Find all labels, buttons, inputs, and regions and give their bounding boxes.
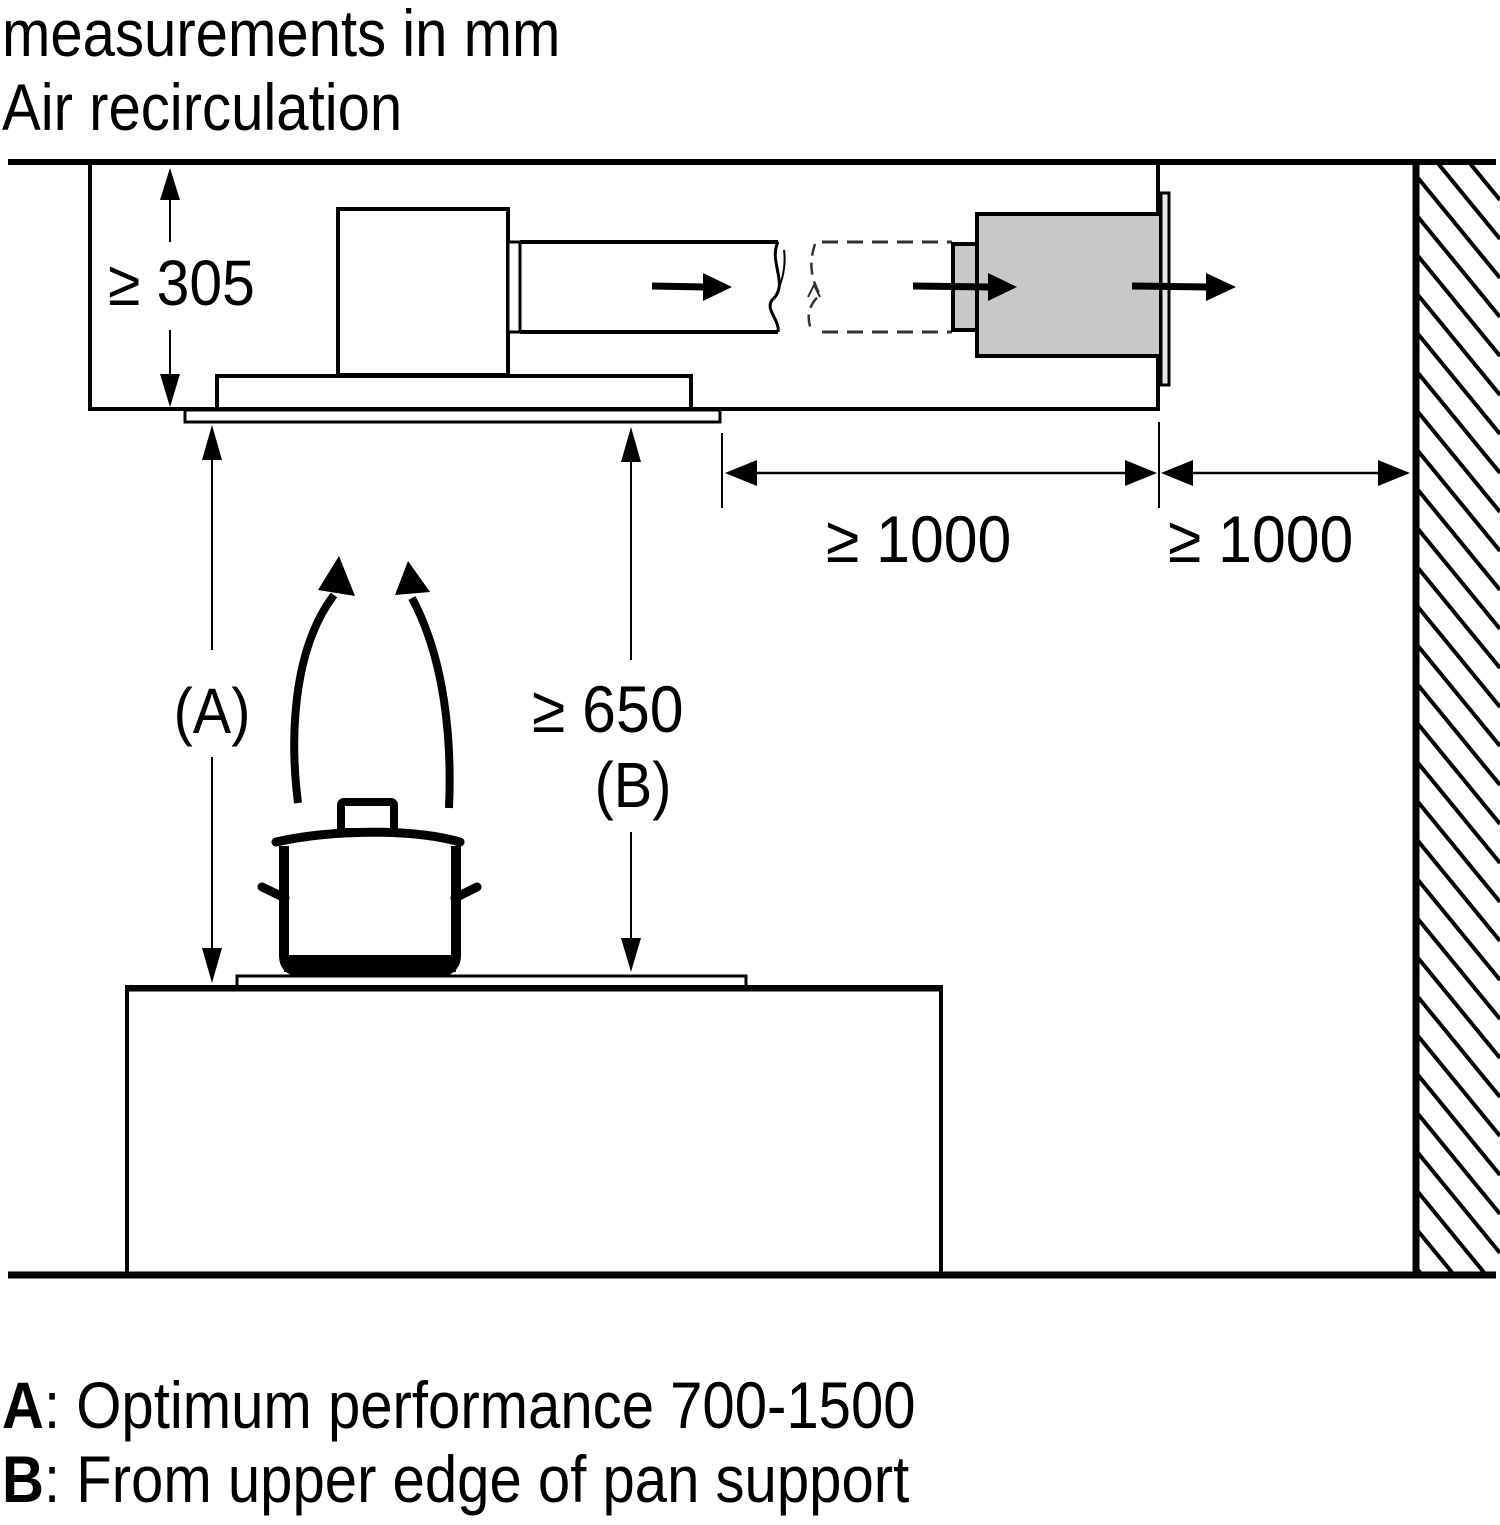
- hatch-line: [1418, 1309, 1500, 1409]
- hatch-line: [1416, 1034, 1500, 1138]
- hatch-line: [1416, 761, 1500, 865]
- hatch-line: [1416, 371, 1500, 475]
- hatch-line: [1416, 1112, 1500, 1216]
- hatch-line: [1416, 410, 1500, 514]
- hatch-line: [1416, 995, 1500, 1099]
- hatch-line: [1416, 917, 1500, 1021]
- hatch-line: [1416, 605, 1500, 709]
- hatch-line: [1467, 163, 1500, 202]
- hatch-line: [1416, 800, 1500, 904]
- hatch-line: [1416, 683, 1500, 787]
- dimension-wall-clearance: [1161, 460, 1410, 486]
- legend-text-a: Optimum performance 700-1500: [60, 1368, 916, 1442]
- min-height-label: ≥ 650: [532, 674, 683, 747]
- hatch-line: [1416, 1073, 1500, 1177]
- legend-text-b: From upper edge of pan support: [60, 1442, 910, 1516]
- steam-arrow-right: [395, 561, 454, 809]
- airflow-arrow-module-out: [1131, 273, 1236, 301]
- hood-motor-housing: [336, 207, 510, 377]
- steam-arrow-left: [290, 556, 355, 804]
- duct-break-left: [768, 241, 781, 333]
- airflow-arrow-duct: [651, 273, 732, 301]
- duct-collar: [506, 240, 522, 334]
- dimension-duct-clearance: [725, 460, 1157, 486]
- hatch-line: [1435, 163, 1500, 241]
- hatch-line: [1416, 722, 1500, 826]
- hatch-line: [1416, 566, 1500, 670]
- hatch-line: [1416, 1151, 1500, 1255]
- hatch-line: [1416, 1229, 1457, 1275]
- dimension-b: [621, 427, 641, 972]
- hatch-line: [1416, 488, 1500, 592]
- hatch-line: [1416, 644, 1500, 748]
- hatch-line: [1416, 215, 1500, 319]
- mode-title: Air recirculation: [2, 70, 403, 144]
- legend-item-a: A: Optimum performance 700-1500: [2, 1368, 916, 1442]
- hatch-line: [1416, 1190, 1489, 1275]
- hatch-line: [1416, 956, 1500, 1060]
- hatch-line: [1416, 527, 1500, 631]
- hatch-line: [1416, 332, 1500, 436]
- legend-item-b: B: From upper edge of pan support: [2, 1442, 910, 1516]
- dimension-a: [202, 425, 222, 983]
- hatch-line: [1416, 449, 1500, 553]
- dimension-hood-height: [160, 168, 180, 407]
- hatch-line: [1416, 176, 1500, 280]
- duct-clearance-label: ≥ 1000: [826, 504, 1011, 577]
- duct-extension-dashed: [822, 240, 952, 334]
- hood-base: [215, 374, 693, 411]
- hatch-line: [1416, 293, 1500, 397]
- wall-hatching: [1416, 163, 1500, 1409]
- hatch-line: [1416, 878, 1500, 982]
- hatch-line: [1416, 1268, 1425, 1275]
- duct-break-right: [807, 243, 822, 333]
- hatch-line: [1416, 254, 1500, 358]
- legend-key-a: A: [2, 1368, 44, 1442]
- label-a: (A): [174, 675, 251, 746]
- airflow-arrow-module-in: [912, 273, 1017, 301]
- wall-clearance-label: ≥ 1000: [1168, 504, 1353, 577]
- hood-panel: [183, 408, 722, 424]
- hood-height-label: ≥ 305: [108, 248, 255, 320]
- kitchen-counter: [125, 985, 943, 1277]
- label-b: (B): [595, 749, 672, 820]
- units-note: measurements in mm: [2, 0, 561, 70]
- hatch-line: [1416, 839, 1500, 943]
- legend-key-b: B: [2, 1442, 44, 1516]
- pot-icon: [257, 798, 482, 977]
- duct-pipe: [520, 240, 778, 334]
